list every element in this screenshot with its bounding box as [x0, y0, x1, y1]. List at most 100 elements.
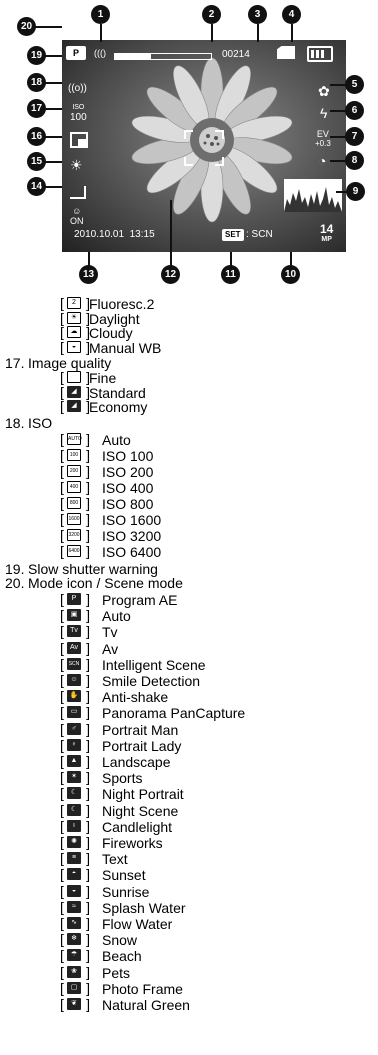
callout-8: 8: [345, 151, 364, 170]
legend-item-label: Text: [102, 851, 128, 868]
legend-item-label: Beach: [102, 948, 142, 965]
cloudy-icon: [☁]: [60, 324, 90, 340]
night-scene-icon: [☾]: [60, 801, 90, 818]
photo-frame-icon: [▢]: [60, 979, 90, 996]
callout-11: 11: [221, 265, 240, 284]
sports-icon: [✶]: [60, 769, 90, 786]
scene-label: : SCN: [246, 229, 273, 240]
legend-item-label: Auto: [102, 431, 131, 448]
legend-item-label: Av: [102, 640, 119, 657]
legend-item-label: Standard: [89, 384, 146, 401]
portrait-man-icon: [♂]: [60, 720, 90, 737]
sunset-icon: [◓]: [60, 866, 90, 883]
night-portrait-icon: [☾]: [60, 785, 90, 802]
resolution-value: 14: [320, 222, 334, 236]
callout-9: 9: [346, 182, 365, 201]
legend-item-label: Night Portrait: [102, 786, 184, 803]
legend-item-label: Sports: [102, 770, 143, 787]
section-number: 17.: [5, 355, 25, 371]
splash-water-icon: [≈]: [60, 898, 90, 915]
legend-item-label: ISO 3200: [102, 527, 162, 544]
fluorescent-2-icon: [2]: [60, 295, 90, 311]
callout-13: 13: [79, 265, 98, 284]
flow-water-icon: [∿]: [60, 915, 90, 931]
tv-icon: [Tv]: [60, 623, 90, 640]
smile-on-text: ON: [70, 216, 84, 226]
legend-item-label: Manual WB: [89, 339, 162, 356]
sunrise-icon: [◒]: [60, 882, 90, 899]
legend-item-label: Tv: [102, 624, 118, 641]
section-number: 18.: [5, 414, 25, 431]
macro-icon: ✿: [318, 83, 330, 99]
callout-leader-line: [45, 82, 62, 84]
iso-6400-icon: [6400]: [60, 542, 90, 559]
callout-14: 14: [27, 177, 46, 196]
callout-leader-line: [45, 161, 62, 163]
legend-item-label: ISO 6400: [102, 543, 162, 560]
smile-detection-icon: [☺]: [60, 672, 90, 688]
legend-item-label: ISO 800: [102, 495, 154, 512]
auto-icon: [▣]: [60, 607, 90, 624]
callout-leader-line: [88, 252, 90, 266]
callout-leader-line: [45, 55, 62, 57]
lcd-diagram: P ((() 00214 ((o)) ISO 100 ☀ ☺ON ✿ ϟ EV …: [0, 0, 378, 290]
drive-mode-icon: [70, 186, 86, 199]
legend-item-label: Cloudy: [89, 325, 133, 341]
battery-icon: [307, 46, 333, 62]
callout-leader-line: [45, 108, 62, 110]
ev-value-text: +0.3: [315, 139, 331, 148]
shot-count: 00214: [222, 49, 250, 60]
legend-item-label: Snow: [102, 932, 138, 949]
iso-100-icon: [100]: [60, 446, 90, 463]
legend-item-label: Splash Water: [102, 899, 186, 916]
legend-item-label: Pets: [102, 964, 131, 981]
callout-leader-line: [100, 24, 102, 42]
legend-item-label: Fireworks: [102, 835, 163, 851]
daylight-icon: [☀]: [60, 309, 90, 326]
set-button-label: SET: [222, 229, 244, 241]
av-icon: [Av]: [60, 639, 90, 656]
zoom-bar: [114, 53, 212, 60]
callout-5: 5: [345, 75, 364, 94]
legend-item-label: Fluoresc.2: [89, 296, 155, 312]
callout-4: 4: [282, 5, 301, 24]
ev-indicator: EV +0.3: [315, 130, 331, 149]
image-quality-icon: [70, 132, 88, 148]
intelligent-scene-icon: [SCN]: [60, 655, 90, 672]
legend-item-label: Candlelight: [102, 818, 173, 835]
manual-wb-icon: [◒]: [60, 338, 90, 355]
legend-item-label: Intelligent Scene: [102, 656, 206, 673]
anti-shake-icon: [✋]: [60, 688, 90, 705]
legend-item-label: Landscape: [102, 754, 171, 770]
callout-leader-line: [336, 191, 348, 193]
callout-12: 12: [161, 265, 180, 284]
iso-200-icon: [200]: [60, 462, 90, 479]
callout-2: 2: [202, 5, 221, 24]
callout-3: 3: [248, 5, 267, 24]
white-balance-icon: ☀: [70, 157, 83, 173]
section-title: Mode icon / Scene mode: [28, 575, 183, 591]
iso-3200-icon: [3200]: [60, 526, 90, 543]
flower-photo: [62, 40, 346, 252]
legend-item-label: Fine: [89, 370, 117, 386]
iso-1600-icon: [1600]: [60, 510, 90, 527]
section-number: 19.: [5, 560, 25, 577]
callout-17: 17: [27, 99, 46, 118]
snow-icon: [❄]: [60, 931, 90, 948]
legend-item-label: Daylight: [89, 310, 140, 327]
callout-19: 19: [27, 46, 46, 65]
callout-leader-line: [330, 84, 346, 86]
memory-card-icon: [277, 46, 295, 59]
legend-item-label: Economy: [89, 399, 148, 415]
legend-item-label: ISO 200: [102, 463, 154, 480]
panorama-icon: [▭]: [60, 704, 90, 721]
date-time: 2010.10.01 13:15: [74, 229, 155, 240]
portrait-lady-icon: [♀]: [60, 736, 90, 753]
legend-item-label: Natural Green: [102, 997, 190, 1013]
iso-800-icon: [800]: [60, 494, 90, 511]
iso-400-icon: [400]: [60, 478, 90, 495]
candlelight-icon: [ı]: [60, 817, 90, 834]
beach-icon: [☂]: [60, 947, 90, 964]
standard-icon: [◢]: [60, 383, 90, 400]
legend-item-label: Sunrise: [102, 883, 150, 900]
